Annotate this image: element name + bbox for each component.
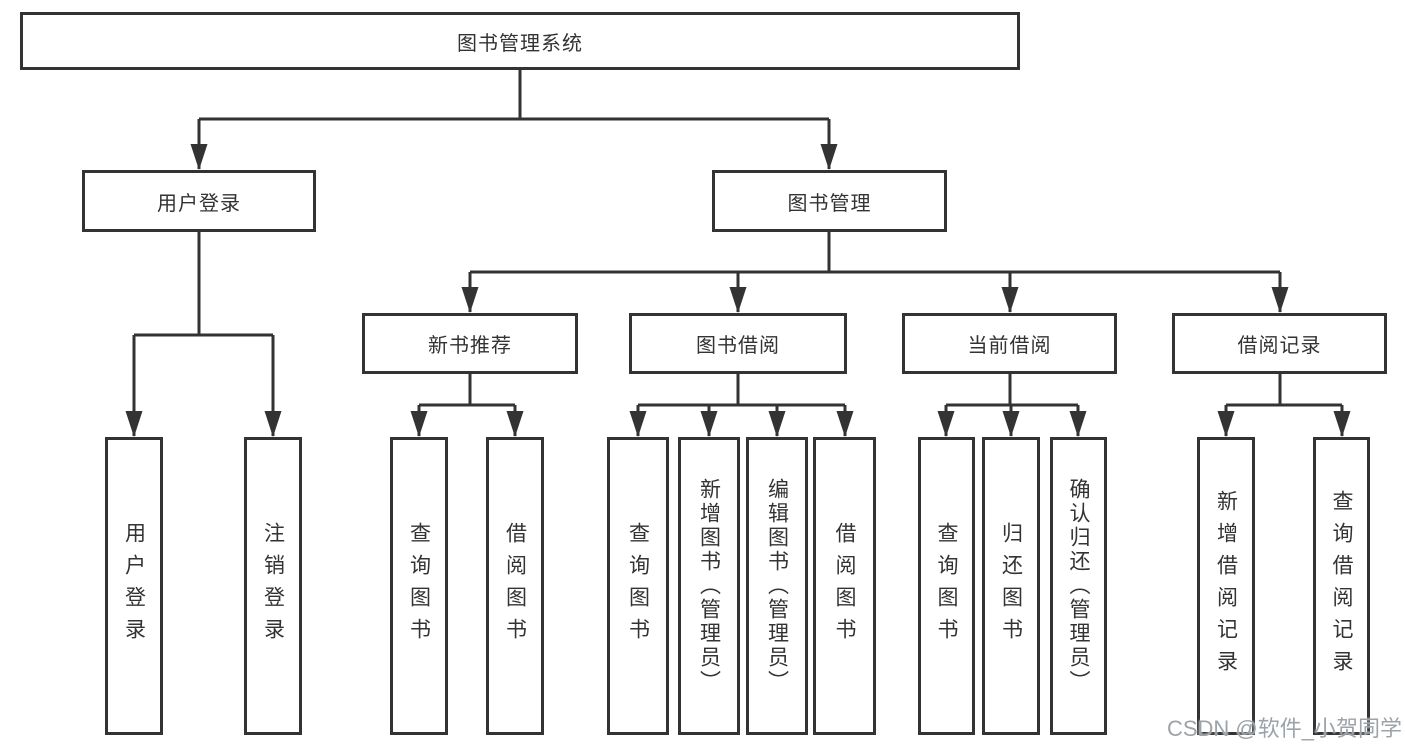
node-label: 查询借阅记录 bbox=[1330, 490, 1353, 682]
node-book-borrowing: 图书借阅 bbox=[629, 313, 847, 374]
node-label: 新书推荐 bbox=[428, 335, 512, 357]
node-label: 图书借阅 bbox=[696, 335, 780, 357]
node-label: 图书管理系统 bbox=[457, 32, 583, 55]
node-book-management: 图书管理 bbox=[712, 170, 947, 232]
node-label: 编辑图书（管理员） bbox=[765, 478, 789, 694]
node-label: 用户登录 bbox=[157, 192, 241, 215]
node-label: 新增借阅记录 bbox=[1214, 490, 1238, 682]
leaf-logout-login: 注销登录 bbox=[244, 437, 302, 735]
node-label: 新增图书（管理员） bbox=[697, 478, 721, 694]
node-library-system: 图书管理系统 bbox=[20, 12, 1020, 70]
node-label: 归还图书 bbox=[999, 522, 1023, 650]
leaf-borrow-books-borrowing: 借阅图书 bbox=[813, 437, 876, 735]
node-label: 查询图书 bbox=[935, 522, 958, 650]
node-new-book-recommend: 新书推荐 bbox=[362, 313, 578, 374]
leaf-add-book-admin: 新增图书（管理员） bbox=[678, 437, 740, 735]
node-label: 用户登录 bbox=[122, 522, 146, 650]
node-borrow-records: 借阅记录 bbox=[1172, 313, 1387, 374]
node-label: 当前借阅 bbox=[967, 335, 1052, 357]
leaf-query-books-recommend: 查询图书 bbox=[390, 437, 448, 735]
node-label: 借阅图书 bbox=[833, 522, 856, 650]
leaf-edit-book-admin: 编辑图书（管理员） bbox=[746, 437, 808, 735]
leaf-user-login: 用户登录 bbox=[105, 437, 163, 735]
node-user-login: 用户登录 bbox=[82, 170, 316, 232]
node-label: 借阅记录 bbox=[1237, 335, 1322, 357]
leaf-add-borrow-record: 新增借阅记录 bbox=[1197, 437, 1255, 735]
node-label: 确认归还（管理员） bbox=[1067, 478, 1090, 694]
node-label: 图书管理 bbox=[787, 192, 872, 215]
leaf-query-borrow-record: 查询借阅记录 bbox=[1313, 437, 1370, 735]
leaf-confirm-return-admin: 确认归还（管理员） bbox=[1050, 437, 1107, 735]
node-label: 查询图书 bbox=[407, 522, 431, 650]
node-label: 借阅图书 bbox=[503, 522, 527, 650]
leaf-return-books: 归还图书 bbox=[982, 437, 1040, 735]
node-label: 查询图书 bbox=[626, 522, 650, 650]
node-label: 注销登录 bbox=[261, 522, 285, 650]
leaf-query-books-borrowing: 查询图书 bbox=[607, 437, 669, 735]
node-current-borrowing: 当前借阅 bbox=[902, 313, 1117, 374]
leaf-borrow-books-recommend: 借阅图书 bbox=[486, 437, 544, 735]
leaf-query-books-current: 查询图书 bbox=[918, 437, 975, 735]
csdn-watermark: CSDN @软件_小贺同学 bbox=[1166, 716, 1402, 741]
